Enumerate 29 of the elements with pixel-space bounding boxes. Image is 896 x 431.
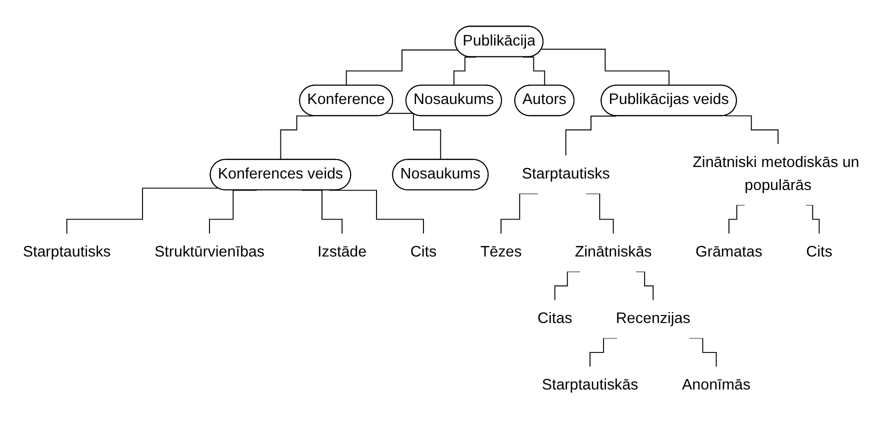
node-text: Zinātniski metodiskās un populārās [692, 154, 860, 194]
connector [522, 56, 546, 86]
connector [554, 271, 580, 301]
connector [724, 115, 779, 145]
node-text: Cits [806, 244, 832, 260]
connector [590, 338, 618, 368]
node-text: Citas [538, 310, 572, 327]
connector [280, 115, 314, 160]
connector [636, 271, 654, 301]
connector [301, 190, 343, 234]
connector [500, 193, 539, 234]
connector [329, 190, 424, 234]
node-text: Starptautisks [22, 244, 111, 260]
connector [586, 193, 614, 234]
node-text: Tēzes [480, 244, 522, 260]
node-text: Grāmatas [696, 244, 762, 260]
node-text: Anonīmās [682, 377, 751, 394]
connector [386, 112, 442, 160]
connector [565, 116, 617, 156]
connector [541, 48, 670, 86]
connector [453, 56, 477, 86]
connector [688, 338, 717, 368]
node-text: Starptautiskās [542, 377, 638, 394]
node-text: Izstāde [318, 244, 367, 260]
node-text: Cits [410, 244, 437, 260]
connector [66, 188, 219, 234]
node-text: Struktūrvienības [154, 244, 264, 260]
connector [209, 190, 258, 234]
connector [346, 50, 458, 86]
